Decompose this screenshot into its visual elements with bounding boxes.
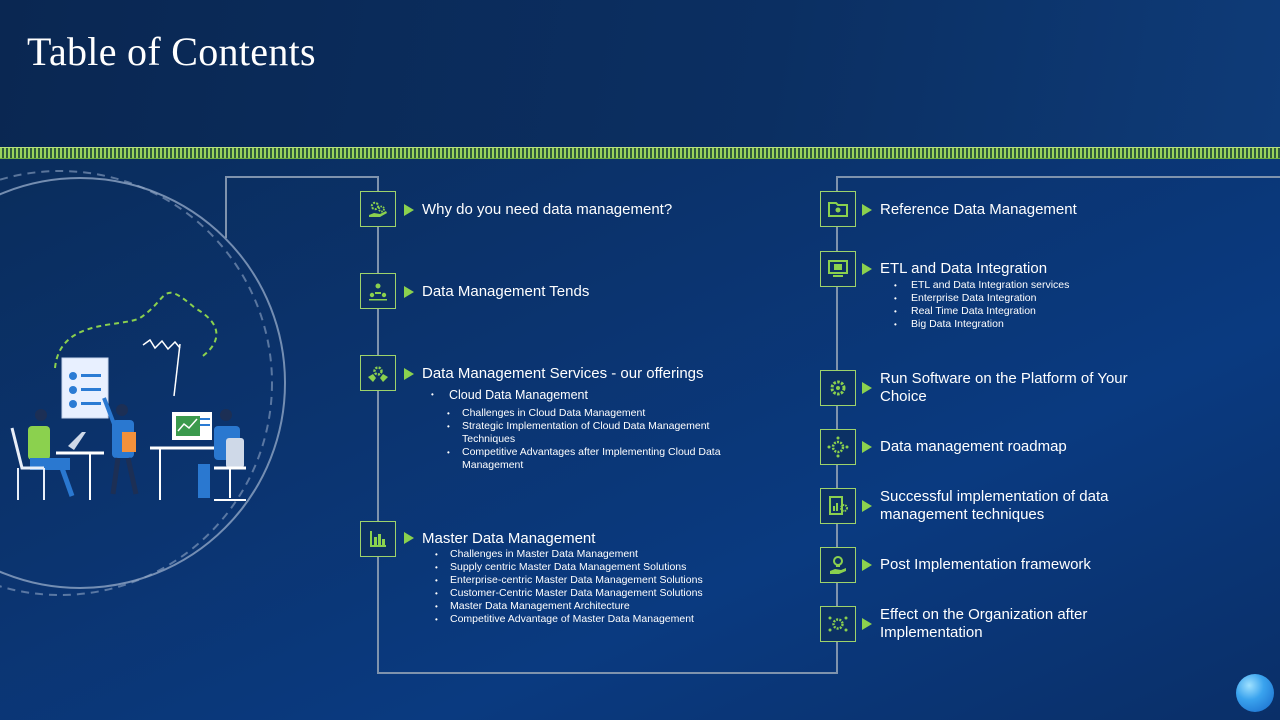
item-11-arrow: [862, 618, 872, 630]
list-item: Challenges in Cloud Data Management: [444, 407, 734, 420]
toc-item-etl-data-integration[interactable]: ETL and Data Integration: [880, 260, 1048, 277]
list-item: Enterprise Data Integration: [891, 292, 1151, 305]
list-item: Competitive Advantage of Master Data Man…: [432, 613, 732, 626]
item-1-arrow: [404, 204, 414, 216]
decorative-orb: [1236, 674, 1274, 712]
cloud-data-management-subheading: Cloud Data Management: [449, 388, 588, 402]
toc-item-effect-on-organization[interactable]: Effect on the Organization after Impleme…: [880, 606, 1088, 641]
frame-top-right: [836, 176, 1280, 178]
team-network-icon: [360, 273, 396, 309]
frame-timeline-right: [836, 176, 838, 674]
frame-timeline-left: [377, 176, 379, 674]
frame-left-vertical: [225, 176, 227, 238]
list-item: Competitive Advantages after Implementin…: [444, 446, 734, 472]
toc-item-data-management-services[interactable]: Data Management Services - our offerings: [422, 365, 704, 382]
toc-item-master-data-management[interactable]: Master Data Management: [422, 530, 596, 547]
toc-item-successful-implementation[interactable]: Successful implementation of data manage…: [880, 488, 1109, 523]
folder-icon: [820, 191, 856, 227]
item-2-arrow: [404, 286, 414, 298]
bar-chart-icon: [360, 521, 396, 557]
toc-item-run-software[interactable]: Run Software on the Platform of Your Cho…: [880, 370, 1128, 405]
list-item: Real Time Data Integration: [891, 305, 1151, 318]
toc-item-data-management-roadmap[interactable]: Data management roadmap: [880, 438, 1067, 455]
item-9-arrow: [862, 500, 872, 512]
monitor-icon: [820, 251, 856, 287]
list-item: Customer-Centric Master Data Management …: [432, 587, 732, 600]
team-working-illustration: [0, 170, 286, 596]
frame-bottom: [377, 672, 838, 674]
roadmap-gear-icon: [820, 429, 856, 465]
item-8-arrow: [862, 441, 872, 453]
list-item: Master Data Management Architecture: [432, 600, 732, 613]
report-gear-icon: [820, 488, 856, 524]
item-6-arrow: [862, 263, 872, 275]
toc-item-post-implementation[interactable]: Post Implementation framework: [880, 556, 1091, 573]
toc-item-data-management-tends[interactable]: Data Management Tends: [422, 283, 590, 300]
list-item: Challenges in Master Data Management: [432, 548, 732, 561]
gears-hand-icon: [360, 191, 396, 227]
toc-item-reference-data-management[interactable]: Reference Data Management: [880, 201, 1077, 218]
item-7-arrow: [862, 382, 872, 394]
accent-stripe: [0, 147, 1280, 159]
frame-top-left: [225, 176, 379, 178]
list-item: Big Data Integration: [891, 318, 1151, 331]
title-band: [0, 0, 1280, 148]
list-item: Enterprise-centric Master Data Managemen…: [432, 574, 732, 587]
item-5-arrow: [862, 204, 872, 216]
cloud-sub-bullet: •: [431, 390, 434, 399]
toc-item-why-data-management[interactable]: Why do you need data management?: [422, 201, 673, 218]
gear-icon: [820, 370, 856, 406]
page-title: Table of Contents: [27, 29, 316, 74]
item-10-arrow: [862, 559, 872, 571]
item-3-arrow: [404, 368, 414, 380]
idea-hand-icon: [820, 547, 856, 583]
etl-data-integration-list: ETL and Data Integration services Enterp…: [891, 279, 1151, 331]
list-item: Strategic Implementation of Cloud Data M…: [444, 420, 734, 446]
cloud-data-management-list: Challenges in Cloud Data Management Stra…: [444, 407, 734, 472]
network-gear-icon: [820, 606, 856, 642]
list-item: ETL and Data Integration services: [891, 279, 1151, 292]
master-data-management-list: Challenges in Master Data Management Sup…: [432, 548, 732, 626]
list-item: Supply centric Master Data Management So…: [432, 561, 732, 574]
gear-hands-icon: [360, 355, 396, 391]
item-4-arrow: [404, 532, 414, 544]
